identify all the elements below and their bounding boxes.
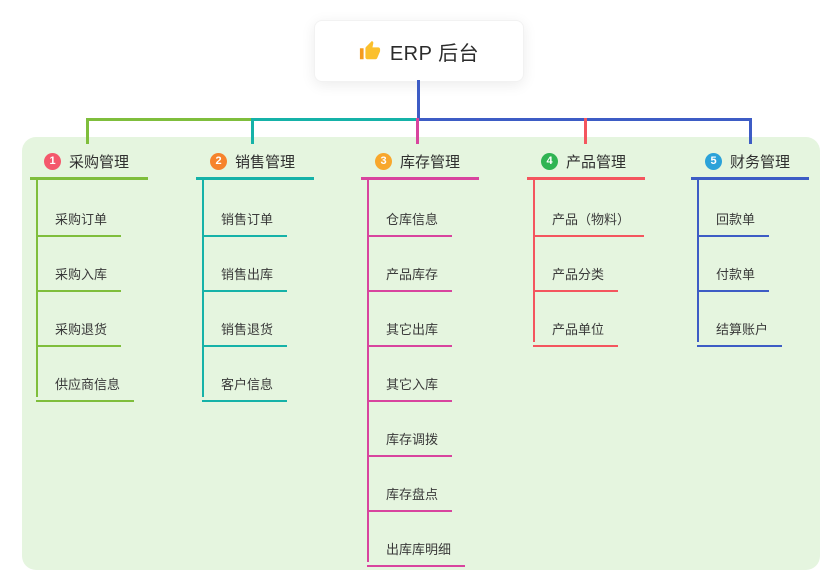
branches-panel — [22, 137, 820, 570]
branch-drop-line-5 — [749, 118, 752, 144]
branch-number-badge: 3 — [375, 152, 392, 170]
child-node[interactable]: 客户信息 — [202, 374, 288, 402]
branch-node-4[interactable]: 4 产品管理 — [541, 148, 626, 174]
branch-underline-2 — [196, 177, 314, 180]
branch-node-1[interactable]: 1 采购管理 — [44, 148, 129, 174]
branch-drop-line-4 — [584, 118, 587, 144]
children-vline-1 — [36, 180, 38, 397]
branch-drop-line-3 — [416, 118, 419, 144]
child-node[interactable]: 出库库明细 — [367, 539, 466, 567]
branch-underline-1 — [30, 177, 148, 180]
thumbs-up-icon — [359, 40, 380, 60]
child-node[interactable]: 结算账户 — [697, 319, 783, 347]
root-title: ERP 后台 — [389, 42, 480, 65]
child-node[interactable]: 销售退货 — [202, 319, 288, 347]
child-node[interactable]: 采购订单 — [36, 209, 122, 237]
branch-underline-3 — [361, 177, 479, 180]
child-node[interactable]: 库存盘点 — [367, 484, 453, 512]
root-connector-line — [417, 80, 420, 118]
branch-node-3[interactable]: 3 库存管理 — [375, 148, 460, 174]
child-node[interactable]: 仓库信息 — [367, 209, 453, 237]
child-node[interactable]: 其它入库 — [367, 374, 453, 402]
child-node[interactable]: 产品（物料） — [533, 209, 645, 237]
children-vline-2 — [202, 180, 204, 397]
child-node[interactable]: 供应商信息 — [36, 374, 135, 402]
branch-number-badge: 1 — [44, 152, 61, 170]
branch-number-badge: 2 — [210, 152, 227, 170]
branch-drop-line-2 — [251, 118, 254, 144]
child-node[interactable]: 其它出库 — [367, 319, 453, 347]
branch-label: 销售管理 — [235, 153, 296, 171]
branch-underline-5 — [691, 177, 809, 180]
branch-label: 产品管理 — [566, 153, 627, 171]
child-node[interactable]: 销售出库 — [202, 264, 288, 292]
branch-underline-4 — [527, 177, 645, 180]
child-node[interactable]: 产品分类 — [533, 264, 619, 292]
child-node[interactable]: 回款单 — [697, 209, 770, 237]
bus-segment-1 — [87, 118, 253, 121]
branch-number-badge: 5 — [705, 152, 722, 170]
child-node[interactable]: 产品单位 — [533, 319, 619, 347]
child-node[interactable]: 销售订单 — [202, 209, 288, 237]
children-vline-4 — [533, 180, 535, 342]
bus-segment-2 — [252, 118, 418, 121]
child-node[interactable]: 采购退货 — [36, 319, 122, 347]
branch-drop-line-1 — [86, 118, 89, 144]
branch-label: 财务管理 — [730, 153, 791, 171]
child-node[interactable]: 库存调拨 — [367, 429, 453, 457]
branch-label: 库存管理 — [400, 153, 461, 171]
root-node[interactable]: ERP 后台 — [314, 20, 524, 82]
branch-number-badge: 4 — [541, 152, 558, 170]
branch-label: 采购管理 — [69, 153, 130, 171]
branch-node-5[interactable]: 5 财务管理 — [705, 148, 790, 174]
child-node[interactable]: 付款单 — [697, 264, 770, 292]
branch-node-2[interactable]: 2 销售管理 — [210, 148, 295, 174]
child-node[interactable]: 采购入库 — [36, 264, 122, 292]
children-vline-3 — [367, 180, 369, 562]
child-node[interactable]: 产品库存 — [367, 264, 453, 292]
children-vline-5 — [697, 180, 699, 342]
